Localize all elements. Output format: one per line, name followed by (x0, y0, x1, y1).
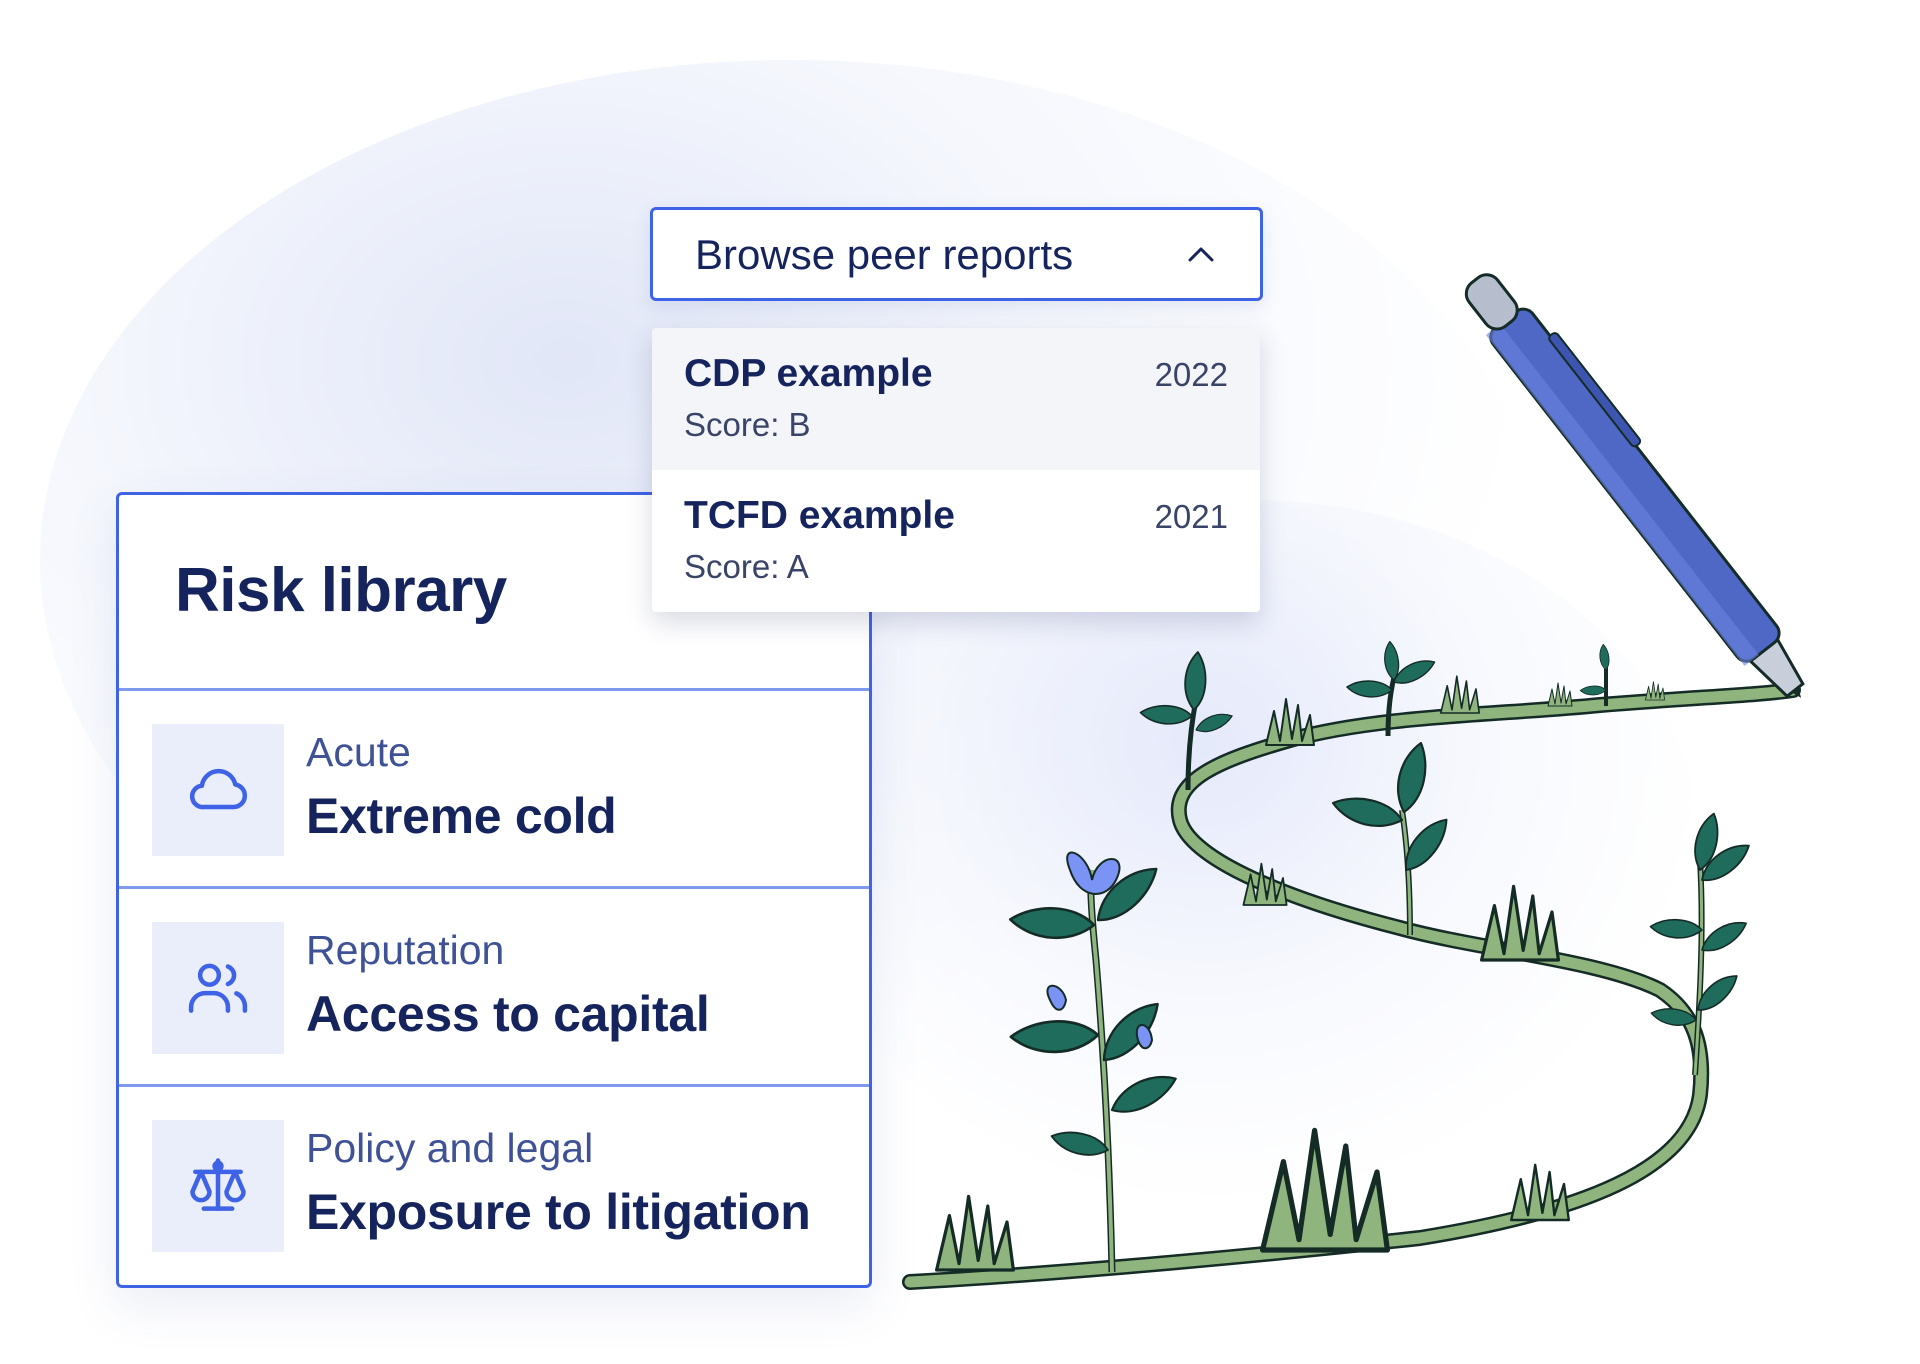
option-year: 2022 (1154, 356, 1228, 393)
option-score: Score: A (684, 548, 809, 585)
risk-icon-tile (152, 724, 284, 856)
menu-option-cdp[interactable]: CDP example Score: B 2022 (652, 328, 1260, 470)
users-icon (188, 963, 248, 1013)
risk-name: Extreme cold (306, 788, 617, 844)
peer-reports-menu: CDP example Score: B 2022 TCFD example S… (652, 328, 1260, 612)
peer-reports-toggle[interactable]: Browse peer reports (650, 207, 1263, 301)
peer-reports-dropdown: Browse peer reports CDP example Score: B… (650, 207, 1263, 612)
small-sprouts-icon (1138, 640, 1613, 791)
chevron-up-icon (1188, 247, 1214, 262)
risk-library-title: Risk library (175, 556, 507, 625)
risk-item-access-to-capital[interactable]: Reputation Access to capital (119, 886, 869, 1084)
option-title: CDP example (684, 352, 933, 395)
option-year: 2021 (1154, 498, 1228, 535)
risk-list: Acute Extreme cold Reputation Access to … (119, 688, 869, 1282)
flower-plant-icon (1007, 851, 1182, 1273)
risk-name: Exposure to litigation (306, 1184, 811, 1240)
risk-name: Access to capital (306, 986, 710, 1042)
risk-item-exposure-to-litigation[interactable]: Policy and legal Exposure to litigation (119, 1084, 869, 1282)
option-title: TCFD example (684, 494, 955, 537)
menu-option-tcfd[interactable]: TCFD example Score: A 2021 (652, 470, 1260, 612)
risk-icon-tile (152, 922, 284, 1054)
sprout-plant-icon (1329, 739, 1461, 936)
risk-item-extreme-cold[interactable]: Acute Extreme cold (119, 688, 869, 886)
risk-library-card: Risk library Acute Extreme cold Reputati… (116, 492, 872, 1288)
right-plant-icon (1648, 810, 1757, 1076)
risk-category: Reputation (306, 927, 505, 973)
cloud-icon (189, 768, 248, 810)
risk-category: Policy and legal (306, 1125, 594, 1171)
scale-icon (190, 1158, 246, 1211)
risk-category: Acute (306, 729, 411, 775)
pen-icon (1464, 273, 1805, 699)
peer-reports-label: Browse peer reports (695, 231, 1074, 278)
option-score: Score: B (684, 406, 811, 443)
risk-icon-tile (152, 1120, 284, 1252)
